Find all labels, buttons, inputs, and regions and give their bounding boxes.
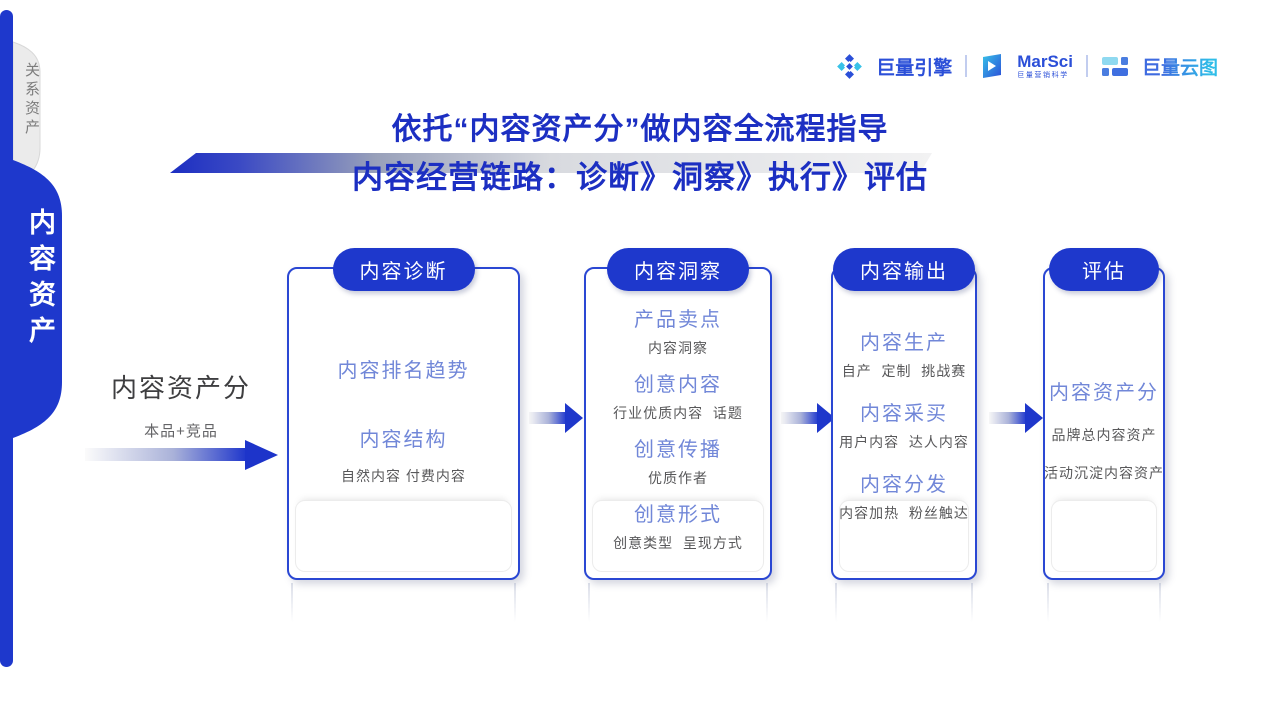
title-block: 依托“内容资产分”做内容全流程指导 内容经营链路：诊断》洞察》执行》评估 xyxy=(120,104,1160,197)
section-subtext: 自产 定制 挑战赛 xyxy=(841,363,967,379)
section-subtext: 内容洞察 xyxy=(648,340,708,356)
content-asset-score-title: 内容资产分 xyxy=(110,373,251,403)
column-badge: 内容洞察 xyxy=(607,248,749,291)
section-heading: 内容采买 xyxy=(860,403,948,425)
flow-column-2: 产品卖点内容洞察创意内容行业优质内容 话题创意传播优质作者创意形式创意类型 呈现… xyxy=(584,248,772,638)
box-reflection xyxy=(1047,583,1161,629)
column-badge: 内容输出 xyxy=(833,248,975,291)
box-section: 创意传播优质作者 xyxy=(634,438,722,486)
inner-card-decoration xyxy=(1051,500,1157,572)
title-underline-decoration xyxy=(170,153,932,173)
section-subtext: 内容加热 粉丝触达 xyxy=(839,505,969,521)
sidebar-shapes xyxy=(0,10,62,667)
marsci-logo-text: MarSci 巨量营销科学 xyxy=(1017,52,1073,79)
box-section: 产品卖点内容洞察 xyxy=(634,308,722,356)
page-title-line1: 依托“内容资产分”做内容全流程指导 xyxy=(391,113,889,146)
flow-arrow-1 xyxy=(529,403,584,433)
section-heading: 内容分发 xyxy=(860,474,948,496)
box-sections: 产品卖点内容洞察创意内容行业优质内容 话题创意传播优质作者创意形式创意类型 呈现… xyxy=(586,269,770,551)
flow-arrow-3 xyxy=(989,403,1044,433)
box-sections: 内容生产自产 定制 挑战赛内容采买用户内容 达人内容内容分发内容加热 粉丝触达 xyxy=(833,269,975,521)
section-subtext: 行业优质内容 话题 xyxy=(613,405,743,421)
content-asset-score-label: 内容资产分 本品+竞品 xyxy=(95,368,267,441)
sidebar-rail xyxy=(0,10,13,667)
flow-column-1: 内容排名趋势内容结构自然内容 付费内容内容诊断 xyxy=(287,248,520,638)
box-reflection xyxy=(588,583,768,629)
section-heading: 内容结构 xyxy=(359,429,448,451)
box-section: 品牌总内容资产 xyxy=(1052,427,1157,443)
section-subtext: 用户内容 达人内容 xyxy=(839,434,969,450)
column-badge: 评估 xyxy=(1049,248,1159,291)
section-heading: 创意传播 xyxy=(634,439,722,461)
box-section: 创意形式创意类型 呈现方式 xyxy=(613,503,743,551)
active-tab-shape xyxy=(13,160,62,438)
inner-card-decoration xyxy=(839,500,969,572)
box-section: 内容资产分 xyxy=(1049,381,1159,405)
section-heading: 内容排名趋势 xyxy=(337,360,470,382)
section-heading: 内容资产分 xyxy=(1049,382,1159,404)
flow-arrow-2 xyxy=(781,403,836,433)
input-arrow xyxy=(85,440,279,470)
marsci-icon xyxy=(983,54,1002,78)
content-asset-score-scope: 本品+竞品 xyxy=(144,423,218,440)
section-heading: 创意形式 xyxy=(634,504,722,526)
section-heading: 创意内容 xyxy=(634,374,722,396)
sidebar: 关系资产 内容资产 xyxy=(0,0,80,690)
flow-column-4: 内容资产分品牌总内容资产活动沉淀内容资产评估 xyxy=(1043,248,1165,638)
section-subtext: 优质作者 xyxy=(648,470,708,486)
logo-divider xyxy=(1085,55,1088,77)
flow-column-3: 内容生产自产 定制 挑战赛内容采买用户内容 达人内容内容分发内容加热 粉丝触达内… xyxy=(831,248,977,638)
inner-card-decoration xyxy=(295,500,512,572)
section-heading: 产品卖点 xyxy=(634,309,722,331)
box-section: 活动沉淀内容资产 xyxy=(1044,465,1164,481)
box-section: 内容采买用户内容 达人内容 xyxy=(839,402,969,450)
flow-box: 内容排名趋势内容结构自然内容 付费内容 xyxy=(287,267,520,580)
page-title-line2: 内容经营链路：诊断》洞察》执行》评估 xyxy=(352,160,928,195)
flow-box: 内容生产自产 定制 挑战赛内容采买用户内容 达人内容内容分发内容加热 粉丝触达 xyxy=(831,267,977,580)
section-subtext: 活动沉淀内容资产 xyxy=(1044,465,1164,481)
inner-card-decoration xyxy=(592,500,764,572)
section-subtext: 创意类型 呈现方式 xyxy=(613,535,743,551)
sidebar-tab-content-assets[interactable]: 内容资产 xyxy=(25,208,55,352)
box-reflection xyxy=(291,583,516,629)
ocean-engine-icon xyxy=(837,53,863,79)
box-section: 内容结构自然内容 付费内容 xyxy=(341,428,466,484)
section-heading: 内容生产 xyxy=(860,332,948,354)
column-badge: 内容诊断 xyxy=(332,248,475,291)
box-section: 内容生产自产 定制 挑战赛 xyxy=(842,331,967,379)
yuntu-logo-text: 巨量云图 xyxy=(1142,53,1218,80)
box-reflection xyxy=(835,583,973,629)
logo-bar: 巨量引擎 MarSci 巨量营销科学 巨量云图 xyxy=(836,50,1218,82)
yuntu-icon xyxy=(1101,57,1128,76)
flow-box: 产品卖点内容洞察创意内容行业优质内容 话题创意传播优质作者创意形式创意类型 呈现… xyxy=(584,267,772,580)
box-sections: 内容资产分品牌总内容资产活动沉淀内容资产 xyxy=(1044,269,1164,481)
box-sections: 内容排名趋势内容结构自然内容 付费内容 xyxy=(289,269,518,484)
box-section: 内容排名趋势 xyxy=(338,359,470,383)
section-subtext: 品牌总内容资产 xyxy=(1051,427,1157,443)
section-subtext: 自然内容 付费内容 xyxy=(341,468,466,484)
box-section: 创意内容行业优质内容 话题 xyxy=(613,373,743,421)
logo-divider xyxy=(965,55,968,77)
ocean-engine-logo-text: 巨量引擎 xyxy=(876,57,953,79)
flow-box: 内容资产分品牌总内容资产活动沉淀内容资产 xyxy=(1043,267,1165,580)
box-section: 内容分发内容加热 粉丝触达 xyxy=(839,473,969,521)
sidebar-tab-relation-assets[interactable]: 关系资产 xyxy=(23,62,40,138)
